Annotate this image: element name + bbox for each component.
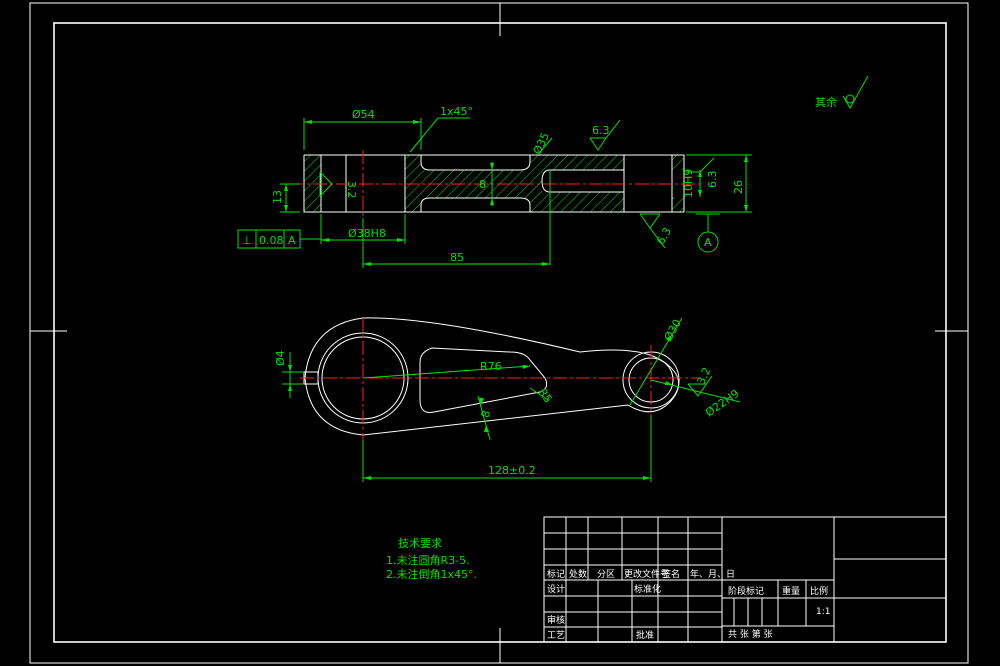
tech-req-title: 技术要求: [398, 537, 442, 550]
dim-dia4: Ø4: [274, 350, 287, 366]
roughness-right: 6.3: [706, 171, 719, 189]
dim-dia22: Ø22H9: [703, 387, 742, 419]
roughness-hole: 3.2: [694, 365, 713, 386]
dim-r5: R5: [536, 386, 555, 405]
sheet-frame: [29, 2, 969, 664]
tb-header-date: 年、月、日: [690, 568, 735, 580]
tb-scale-value: 1:1: [816, 607, 830, 617]
section-view: Ø54 1x45° Ø35 6.3 3.2 13 Ø38H8 85 8: [237, 105, 752, 268]
dim-8: 8: [479, 178, 486, 191]
tolerance-datum: A: [288, 234, 296, 247]
dim-dia54: Ø54: [352, 108, 375, 121]
tech-req-item-1: 1.未注圆角R3-5.: [386, 553, 470, 567]
tb-header-mark: 标记: [547, 568, 565, 580]
tb-review: 审核: [547, 614, 565, 626]
tb-stage-mark: 阶段标记: [728, 585, 764, 597]
dim-85: 85: [450, 251, 464, 264]
dim-r76: R76: [480, 360, 502, 373]
title-block: 标记 处数 分区 更改文件号 签名 年、月、日 设计 标准化 审核 工艺 批准 …: [543, 516, 947, 643]
other-surfaces-label: 其余: [815, 95, 837, 109]
tb-header-zone: 分区: [597, 569, 615, 580]
other-surfaces-roughness: 其余: [815, 75, 869, 110]
tb-sheets: 共 张 第 张: [728, 628, 773, 640]
tech-req-item-2: 2.未注倒角1x45°.: [386, 567, 477, 581]
technical-requirements: 技术要求 1.未注圆角R3-5. 2.未注倒角1x45°.: [386, 537, 477, 581]
dim-dia35: Ø35: [531, 131, 552, 157]
tb-standardize: 标准化: [634, 583, 661, 595]
tolerance-symbol: ⊥: [242, 234, 252, 247]
dim-128: 128±0.2: [488, 464, 536, 477]
dim-dia38: Ø38H8: [348, 227, 386, 240]
tb-header-count: 处数: [569, 568, 587, 580]
dim-13: 13: [271, 190, 284, 204]
tb-weight: 重量: [782, 585, 800, 597]
tb-design: 设计: [547, 583, 565, 595]
plan-view: Ø4 R76 R5 8 Ø30 3.2 Ø22H9 128±0.2: [274, 317, 742, 482]
tb-header-sign: 签名: [662, 568, 680, 580]
tb-approve: 批准: [636, 629, 654, 641]
tb-scale: 比例: [810, 585, 828, 597]
dim-chamfer: 1x45°: [440, 105, 473, 118]
datum-label: A: [704, 236, 712, 249]
roughness-top: 6.3: [592, 124, 610, 137]
roughness-left: 3.2: [345, 181, 358, 199]
roughness-bottom: 6.3: [654, 225, 674, 247]
tb-process: 工艺: [547, 630, 565, 641]
tb-header-docno: 更改文件号: [624, 568, 669, 580]
dim-8b: 8: [479, 409, 493, 419]
dim-26: 26: [732, 180, 745, 194]
dim-10h9: 10H9: [682, 169, 695, 198]
tolerance-value: 0.08: [259, 234, 284, 247]
